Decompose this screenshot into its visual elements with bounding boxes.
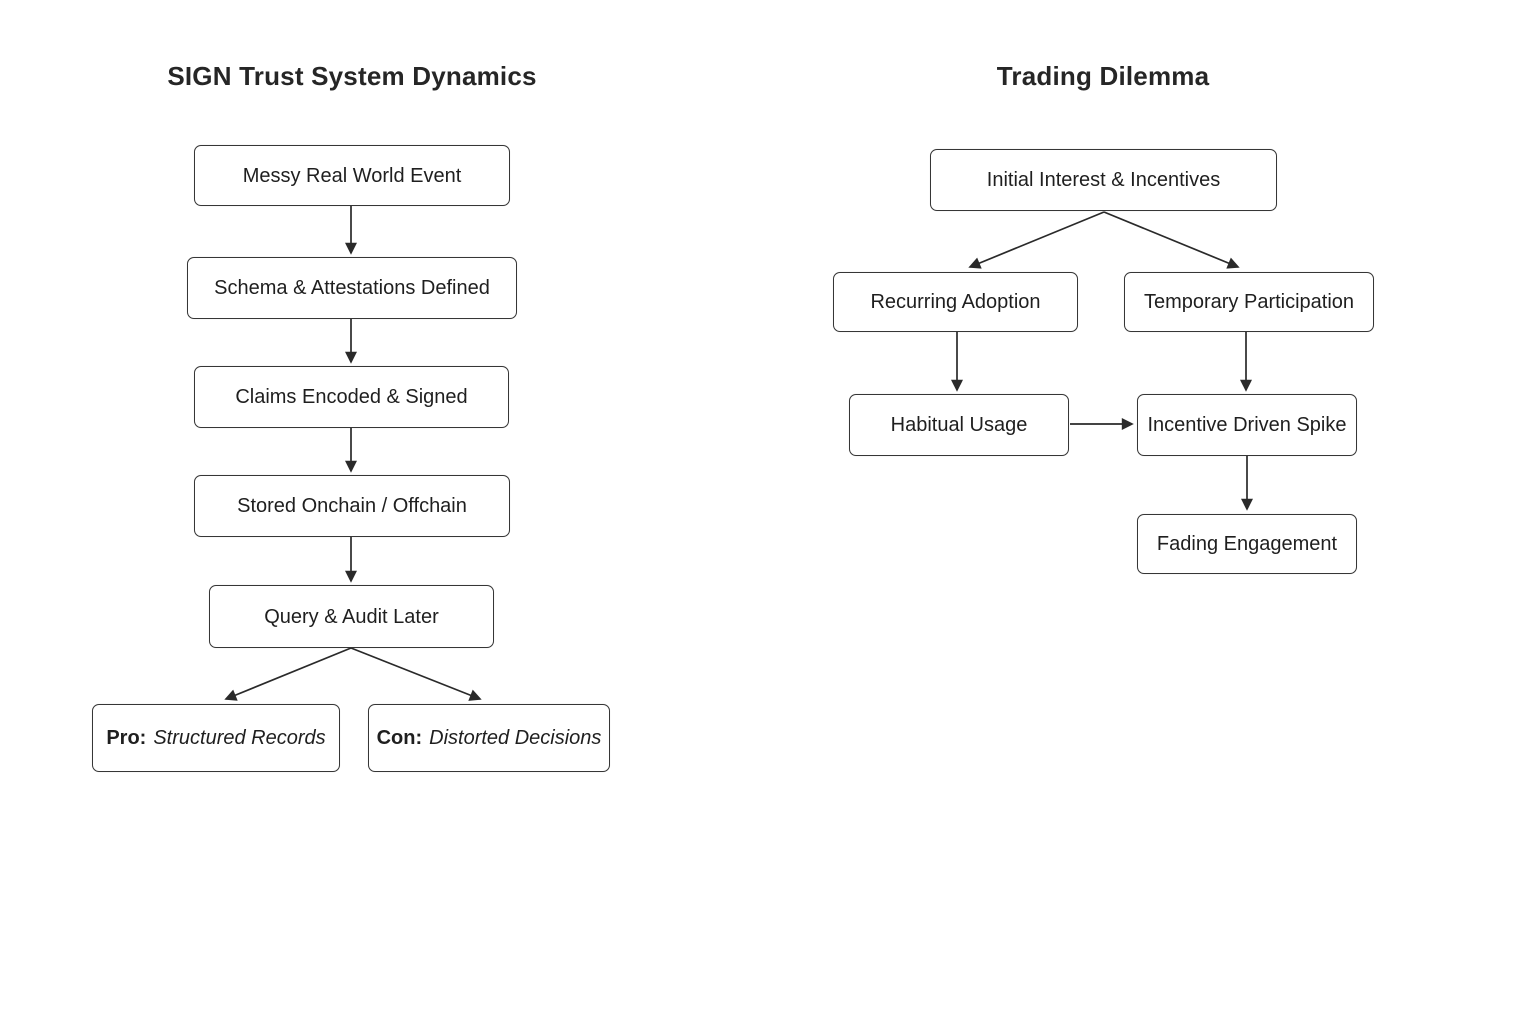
node-temporary-participation: Temporary Participation xyxy=(1124,272,1374,332)
node-claims-encoded-signed: Claims Encoded & Signed xyxy=(194,366,509,428)
node-query-audit-later: Query & Audit Later xyxy=(209,585,494,648)
left-chart-title: SIGN Trust System Dynamics xyxy=(167,61,537,91)
node-label: Distorted Decisions xyxy=(429,727,602,749)
node-label: Incentive Driven Spike xyxy=(1147,414,1347,436)
edge-initial-to-recurring xyxy=(968,211,1105,269)
node-con-distorted-decisions: Con: Distorted Decisions xyxy=(368,704,610,772)
node-label: Claims Encoded & Signed xyxy=(235,386,468,408)
node-stored-onchain-offchain: Stored Onchain / Offchain xyxy=(194,475,510,537)
node-label: Stored Onchain / Offchain xyxy=(237,495,467,517)
node-label: Habitual Usage xyxy=(890,414,1028,436)
right-chart-title: Trading Dilemma xyxy=(996,61,1210,91)
node-initial-interest-incentives: Initial Interest & Incentives xyxy=(930,149,1277,211)
node-label: Initial Interest & Incentives xyxy=(986,169,1221,191)
node-label: Recurring Adoption xyxy=(870,291,1041,313)
node-recurring-adoption: Recurring Adoption xyxy=(833,272,1078,332)
node-schema-attestations-defined: Schema & Attestations Defined xyxy=(187,257,517,319)
node-label: Messy Real World Event xyxy=(242,164,462,187)
node-incentive-driven-spike: Incentive Driven Spike xyxy=(1137,394,1357,456)
edge-query-to-con xyxy=(350,647,482,701)
node-label: Schema & Attestations Defined xyxy=(214,277,490,299)
node-label-prefix: Con: xyxy=(376,727,423,749)
node-label: Temporary Participation xyxy=(1143,291,1355,313)
node-label: Query & Audit Later xyxy=(264,605,439,628)
node-habitual-usage: Habitual Usage xyxy=(849,394,1069,456)
edge-initial-to-temporary xyxy=(1103,211,1240,269)
node-messy-real-world-event: Messy Real World Event xyxy=(194,145,510,206)
node-fading-engagement: Fading Engagement xyxy=(1137,514,1357,574)
node-label: Fading Engagement xyxy=(1156,533,1338,555)
node-label-prefix: Pro: xyxy=(106,727,147,749)
node-label: Structured Records xyxy=(153,727,326,749)
edge-query-to-pro xyxy=(224,647,352,701)
node-pro-structured-records: Pro: Structured Records xyxy=(92,704,340,772)
